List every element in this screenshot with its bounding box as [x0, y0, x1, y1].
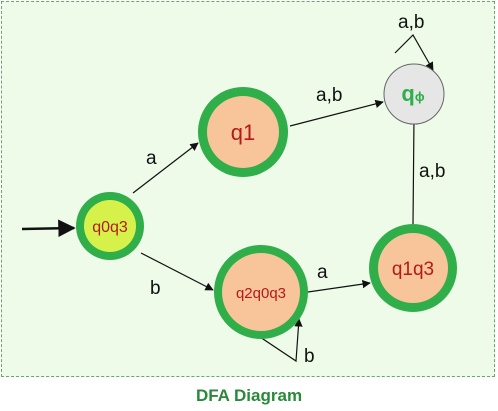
state-qphi: qϕ [383, 63, 445, 125]
edge-label-q2q0q3-self: b [304, 346, 315, 367]
edge-q1-to-qphi [289, 99, 384, 127]
edge-q0q3-to-q1 [132, 142, 199, 194]
state-q1q3: q1q3 [369, 224, 457, 312]
state-q1: q1 [198, 87, 288, 177]
state-label-q0q3: q0q3 [92, 219, 128, 236]
diagram-caption: DFA Diagram [195, 386, 303, 405]
dfa-svg: a b a,b a b a,b a,b q0q3 q1 q2q0q3 [21, 12, 457, 367]
edge-q0q3-to-q2q0q3 [140, 252, 214, 291]
svg-text:qϕ: qϕ [401, 81, 424, 106]
edge-q2q0q3-to-q1q3 [307, 279, 371, 293]
state-q0q3: q0q3 [76, 192, 144, 260]
state-label-qphi-sub: ϕ [415, 89, 425, 104]
edge-label-q0q3-q2q0q3: b [150, 278, 161, 299]
edge-qphi-self-loop [394, 34, 434, 71]
state-q2q0q3: q2q0q3 [214, 245, 308, 339]
edge-label-q2q0q3-q1q3: a [317, 262, 328, 283]
state-label-q1q3: q1q3 [392, 259, 434, 280]
state-label-q1: q1 [231, 120, 255, 145]
start-arrow [21, 219, 76, 238]
edge-label-qphi-self: a,b [398, 12, 424, 33]
edge-q2q0q3-self-loop [253, 318, 303, 363]
edge-q1q3-to-qphi [409, 116, 419, 225]
edge-label-q1q3-qphi: a,b [419, 161, 445, 182]
edge-label-q1-qphi: a,b [316, 85, 342, 106]
edge-label-q0q3-q1: a [146, 148, 157, 169]
state-label-qphi: q [401, 81, 414, 106]
state-label-q2q0q3: q2q0q3 [236, 285, 286, 302]
